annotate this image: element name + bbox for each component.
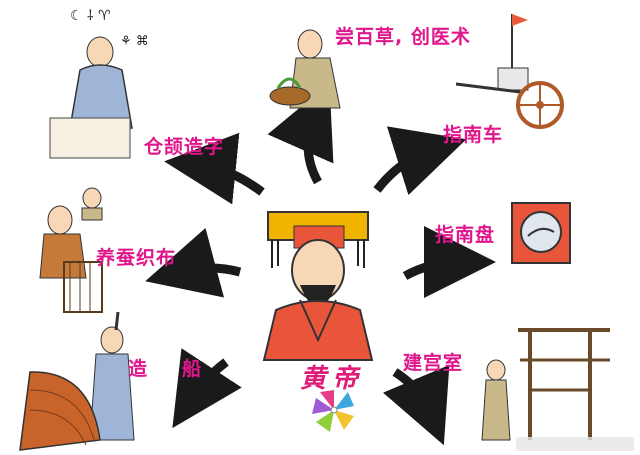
south-pointing-compass	[512, 203, 570, 263]
watermark	[516, 437, 634, 451]
emperor-title: 黄帝	[300, 358, 364, 395]
emperor-figure	[264, 212, 372, 360]
label-palace: 建宫室	[403, 348, 463, 375]
label-boat-1: 造	[128, 354, 148, 381]
cangjie-figure: ☾ ⸸ ♈ ⚘ ⌘	[50, 8, 149, 158]
arrow-to-cangjie	[200, 165, 262, 192]
silk-weaving-figure	[40, 188, 102, 312]
arrow-to-compass	[405, 262, 460, 276]
south-pointing-chariot	[456, 14, 562, 127]
svg-text:☾ ⸸ ♈: ☾ ⸸ ♈	[70, 8, 111, 24]
label-chariot: 指南车	[443, 120, 503, 147]
boat-building-figure	[20, 312, 134, 450]
arrow-to-chariot	[377, 150, 432, 190]
svg-text:⚘ ⌘: ⚘ ⌘	[120, 34, 149, 49]
arrow-to-herbs	[308, 116, 318, 182]
arrow-to-palace	[395, 372, 430, 412]
pinwheel-icon	[312, 390, 354, 432]
label-cangjie: 仓颉造字	[144, 132, 224, 159]
label-silk: 养蚕织布	[96, 243, 176, 270]
shennong-figure	[270, 30, 340, 108]
label-boat-2: 船	[182, 354, 202, 381]
label-herbs: 尝百草, 创医术	[335, 22, 471, 49]
arrow-to-silk	[180, 268, 240, 272]
palace-building-figure	[482, 330, 610, 440]
label-compass: 指南盘	[435, 220, 495, 247]
